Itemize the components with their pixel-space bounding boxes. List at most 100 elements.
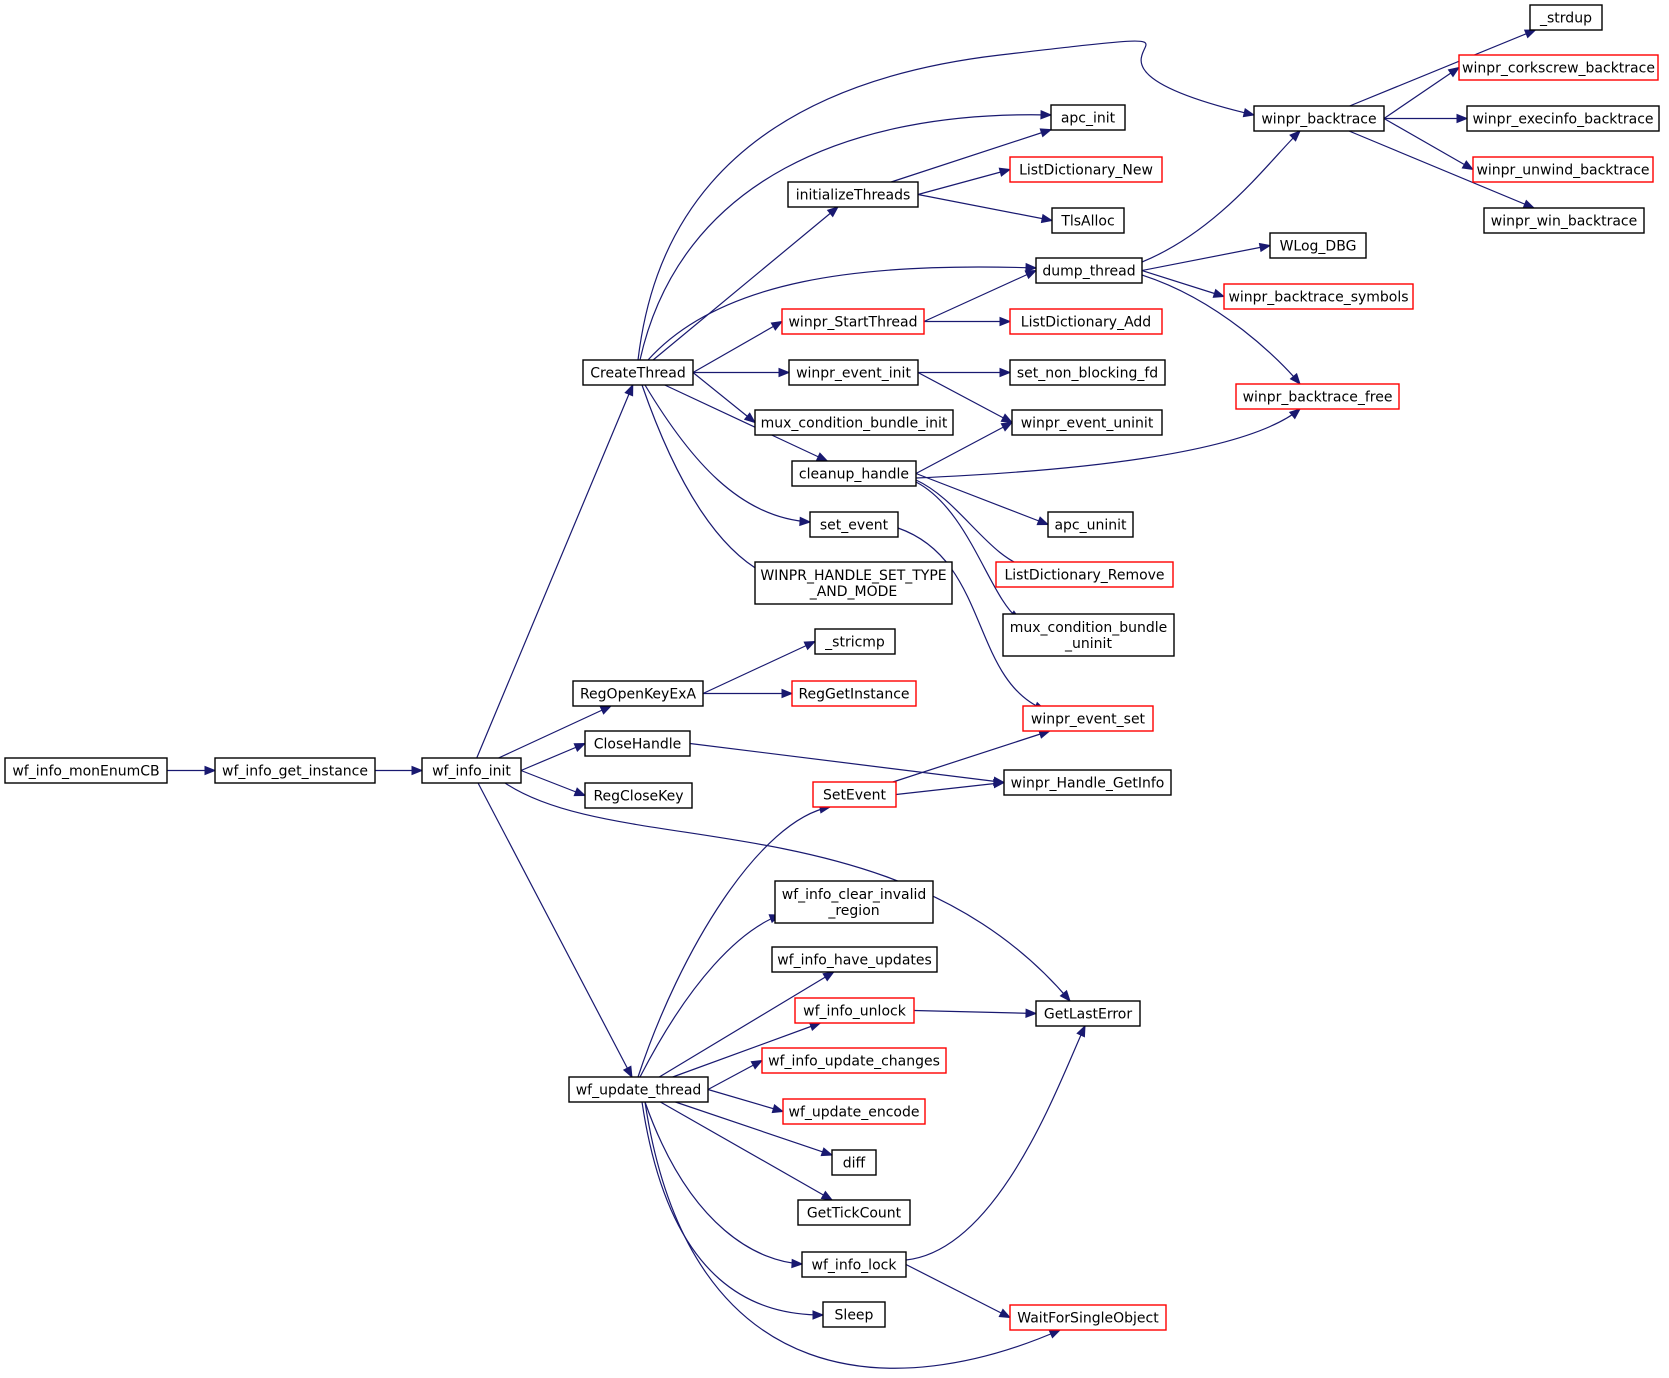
node--stricmp[interactable]: _stricmp [814, 628, 896, 655]
node-box [831, 1149, 877, 1176]
node-listdictionary-remove[interactable]: ListDictionary_Remove [995, 561, 1174, 588]
node-winpr-backtrace-symbols[interactable]: winpr_backtrace_symbols [1223, 283, 1414, 310]
node-tlsalloc[interactable]: TlsAlloc [1051, 207, 1125, 234]
node-dump-thread[interactable]: dump_thread [1035, 257, 1143, 284]
node-label: RegGetInstance [798, 687, 909, 703]
node-wf-info-lock[interactable]: wf_info_lock [801, 1251, 907, 1278]
node-winpr-event-uninit[interactable]: winpr_event_uninit [1011, 409, 1163, 436]
node-apc-uninit[interactable]: apc_uninit [1047, 511, 1134, 538]
node-box [761, 1047, 947, 1074]
node-wf-update-thread[interactable]: wf_update_thread [568, 1076, 709, 1103]
node-winpr-execinfo-backtrace[interactable]: winpr_execinfo_backtrace [1466, 105, 1660, 132]
node-label: WaitForSingleObject [1017, 1311, 1159, 1327]
node-wf-info-have-updates[interactable]: wf_info_have_updates [771, 946, 938, 973]
node-winpr-backtrace[interactable]: winpr_backtrace [1253, 105, 1385, 132]
edge-arrowhead [826, 206, 839, 218]
edge-arrowhead [204, 765, 217, 776]
edge-line [664, 384, 828, 462]
node-box [809, 511, 899, 538]
edge-line [641, 1101, 824, 1316]
edge-setevent-to-winpr-handle-getinfo [895, 778, 1006, 796]
node-label: WINPR_HANDLE_SET_TYPE [760, 568, 946, 584]
node-regclosekey[interactable]: RegCloseKey [584, 782, 693, 809]
node-mux-condition-bundle-uninit[interactable]: mux_condition_bundle_uninit [1002, 613, 1175, 657]
edge-line [647, 266, 1037, 361]
edge-line [913, 1009, 1037, 1015]
node-diff[interactable]: diff [831, 1149, 877, 1176]
node-wf-info-update-changes[interactable]: wf_info_update_changes [761, 1047, 947, 1074]
node-winpr-unwind-backtrace[interactable]: winpr_unwind_backtrace [1472, 156, 1654, 183]
edge-createthread-to-winpr-backtrace [637, 40, 1256, 361]
edge-line [1383, 117, 1474, 171]
node-wf-info-unlock[interactable]: wf_info_unlock [794, 997, 915, 1024]
node--strdup[interactable]: _strdup [1529, 4, 1603, 31]
node-apc-init[interactable]: apc_init [1050, 104, 1126, 131]
node-winpr-corkscrew-backtrace[interactable]: winpr_corkscrew_backtrace [1458, 54, 1659, 81]
node-wf-info-init[interactable]: wf_info_init [421, 757, 522, 784]
edge-arrowhead [771, 1103, 785, 1114]
node-label: mux_condition_bundle_init [761, 416, 948, 432]
node-winpr-event-set[interactable]: winpr_event_set [1022, 705, 1154, 732]
node-label: wf_update_thread [576, 1083, 702, 1099]
node-winpr-win-backtrace[interactable]: winpr_win_backtrace [1483, 207, 1645, 234]
edge-wf-update-thread-to-wf-update-encode [707, 1088, 785, 1114]
node-label: set_event [820, 518, 889, 534]
node-setevent[interactable]: SetEvent [812, 781, 897, 808]
node-label: mux_condition_bundle [1010, 620, 1168, 636]
edge-arrowhead [1040, 110, 1053, 120]
edge-line [917, 193, 1053, 222]
edge-arrowhead [1212, 288, 1226, 298]
node-mux-condition-bundle-init[interactable]: mux_condition_bundle_init [754, 409, 954, 436]
node-winpr-event-init[interactable]: winpr_event_init [788, 359, 919, 386]
node-box [774, 880, 934, 924]
node-set-event[interactable]: set_event [809, 511, 899, 538]
node-closehandle[interactable]: CloseHandle [584, 730, 691, 757]
edge-wf-update-thread-to-wf-info-clear-invalid-region [639, 914, 782, 1078]
node-sleep[interactable]: Sleep [822, 1301, 886, 1328]
node-wf-info-clear-invalid-region[interactable]: wf_info_clear_invalid_region [774, 880, 934, 924]
node-label: winpr_win_backtrace [1491, 214, 1637, 230]
edge-winpr-backtrace-to-winpr-execinfo-backtrace [1384, 113, 1469, 124]
node-wlog-dbg[interactable]: WLog_DBG [1269, 232, 1367, 259]
node-winpr-startthread[interactable]: winpr_StartThread [781, 308, 925, 335]
node-cleanup-handle[interactable]: cleanup_handle [791, 460, 917, 487]
edge-arrowhead [1025, 1008, 1038, 1018]
edge-arrowhead [1522, 199, 1536, 209]
edge-arrowhead [411, 765, 424, 776]
edge-arrowhead [1036, 516, 1050, 526]
edge-arrowhead [822, 971, 835, 982]
node-winpr-handle-set-type-and-mode[interactable]: WINPR_HANDLE_SET_TYPE_AND_MODE [754, 561, 953, 605]
node-createthread[interactable]: CreateThread [582, 359, 694, 386]
edge-wf-info-init-to-closehandle [520, 742, 587, 772]
node-wf-info-monenumcb[interactable]: wf_info_monEnumCB [4, 757, 168, 784]
node-listdictionary-new[interactable]: ListDictionary_New [1009, 156, 1163, 183]
node-box [1009, 156, 1163, 183]
edge-line [890, 129, 1052, 183]
node-box [822, 1301, 886, 1328]
node-reggetinstance[interactable]: RegGetInstance [791, 680, 917, 707]
node-box [782, 1098, 926, 1125]
edge-wf-update-thread-to-gettickcount [660, 1101, 834, 1201]
edge-winpr-backtrace-to-winpr-unwind-backtrace [1383, 117, 1475, 171]
edge-initializethreads-to-listdictionary-new [917, 167, 1012, 196]
node-listdictionary-add[interactable]: ListDictionary_Add [1009, 308, 1163, 335]
edge-line [644, 1101, 803, 1265]
node-wf-update-encode[interactable]: wf_update_encode [782, 1098, 926, 1125]
node-waitforsingleobject[interactable]: WaitForSingleObject [1009, 1304, 1167, 1331]
edge-arrowhead [1024, 269, 1038, 280]
edge-regopenkeyexa-to--stricmp [702, 640, 817, 695]
node-wf-info-get-instance[interactable]: wf_info_get_instance [214, 757, 376, 784]
node-regopenkeyexa[interactable]: RegOpenKeyExA [572, 680, 704, 707]
node-gettickcount[interactable]: GetTickCount [797, 1199, 911, 1226]
node-winpr-backtrace-free[interactable]: winpr_backtrace_free [1235, 383, 1400, 410]
edge-arrowhead [1447, 66, 1461, 78]
node-set-non-blocking-fd[interactable]: set_non_blocking_fd [1009, 359, 1166, 386]
edge-wf-update-thread-to-diff [675, 1101, 834, 1157]
node-label: RegOpenKeyExA [580, 687, 697, 703]
node-initializethreads[interactable]: initializeThreads [787, 181, 919, 208]
node-getlasterror[interactable]: GetLastError [1035, 1000, 1141, 1027]
node-label: diff [843, 1156, 866, 1172]
node-winpr-handle-getinfo[interactable]: winpr_Handle_GetInfo [1003, 769, 1172, 796]
node-label: _region [827, 903, 879, 919]
node-label: winpr_StartThread [788, 315, 917, 331]
